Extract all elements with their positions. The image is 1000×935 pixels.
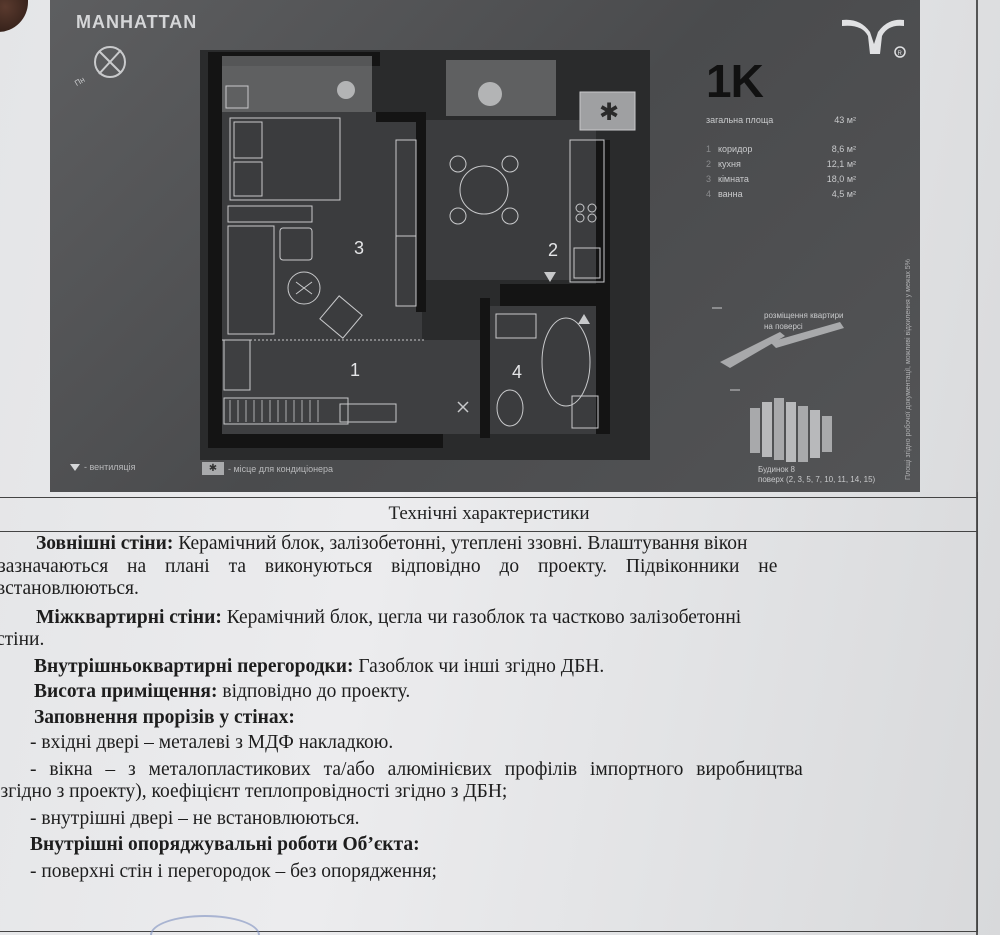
total-area-label: загальна площа (706, 114, 774, 125)
room-name: коридор (718, 143, 753, 154)
legend-air-conditioner: ✱ - місце для кондиціонера (202, 462, 333, 475)
openings-heading: Заповнення прорізів у стінах: (34, 706, 295, 728)
svg-text:3: 3 (354, 238, 364, 258)
room-area: 8,6 м² (831, 143, 856, 154)
page-border-right (976, 0, 978, 935)
svg-text:Пн: Пн (73, 75, 86, 87)
svg-text:1: 1 (350, 360, 360, 380)
total-area-value: 43 м² (834, 114, 856, 125)
outer-walls-paragraph: Зовнішні стіни: Керамічний блок, залізоб… (36, 533, 748, 554)
apartment-floor-plan: ✱ (200, 50, 650, 460)
svg-text:4: 4 (512, 362, 522, 382)
inner-doors-item: - внутрішні двері – не встановлюються. (30, 807, 360, 829)
inter-walls-paragraph: Міжквартирні стіни: Керамічний блок, цег… (36, 606, 742, 628)
building-label: Будинок 8 поверх (2, 3, 5, 7, 10, 11, 14… (758, 465, 876, 484)
floor-placement-icon (712, 307, 844, 368)
windows-item-line2: (згідно з проекту), коефіцієнт теплопров… (0, 781, 508, 802)
legend-ventilation: - вентиляція (70, 462, 135, 472)
finishing-heading: Внутрішні опоряджувальні роботи Об’єкта: (30, 834, 420, 855)
inter-walls-label: Міжквартирні стіни: (36, 606, 222, 628)
partitions-paragraph: Внутрішньоквартирні перегородки: Газобло… (34, 655, 605, 677)
outer-walls-line2: зазначаються на плані та виконуються від… (0, 555, 778, 577)
svg-text:✱: ✱ (599, 98, 619, 126)
room-name: кухня (718, 158, 741, 169)
total-area-row: загальна площа 43 м² (706, 112, 856, 127)
room-area: 12,1 м² (826, 158, 856, 169)
room-name: ванна (718, 188, 743, 199)
svg-text:R: R (898, 51, 903, 57)
finishing-walls-item: - поверхні стін і перегородок – без опор… (30, 860, 437, 882)
room-name: кімната (718, 173, 749, 184)
outer-walls-line3: встановлюються. (0, 578, 139, 599)
entrance-door-item: - вхідні двері – металеві з МДФ накладко… (30, 732, 394, 753)
placement-label: розміщення квартири на поверсі (764, 311, 844, 331)
air-conditioner-icon: ✱ (202, 462, 224, 475)
room-area: 18,0 м² (826, 173, 856, 184)
inter-walls-line2: стіни. (0, 629, 45, 650)
spec-body: Зовнішні стіни: Керамічний блок, залізоб… (0, 533, 970, 883)
side-note: Площі згідно робочої документації, можли… (905, 259, 912, 480)
floor-plan-panel: MANHATTAN Пн R (50, 0, 920, 492)
apartment-type: 1K (706, 55, 764, 107)
spec-title: Технічні характеристики (0, 497, 978, 532)
height-paragraph: Висота приміщення: відповідно до проекту… (34, 681, 411, 702)
spec-frame (0, 492, 978, 932)
ventilation-triangle-icon (70, 463, 80, 471)
brand-title: MANHATTAN (76, 12, 198, 32)
svg-text:2: 2 (548, 240, 558, 260)
compass-icon: Пн (73, 46, 126, 87)
building-icon (730, 389, 832, 462)
windows-item-line1: - вікна – з металопластикових та/або алю… (30, 758, 803, 780)
room-area: 4,5 м² (831, 188, 856, 199)
developer-logo-icon: R (842, 19, 906, 58)
outer-walls-label: Зовнішні стіни: (36, 533, 174, 554)
